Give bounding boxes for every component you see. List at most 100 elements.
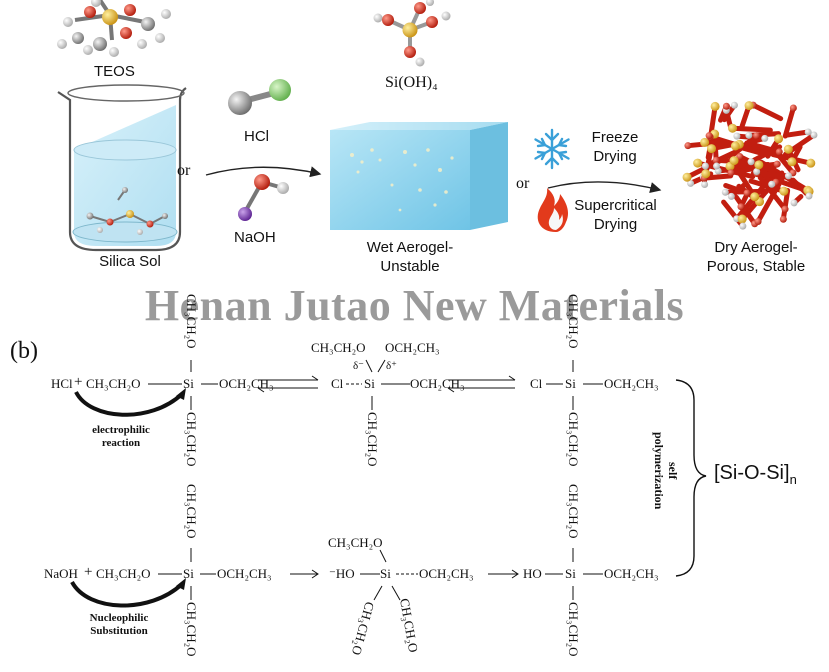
aerogel-atom [773, 160, 781, 168]
aerogel-atom [779, 186, 789, 196]
base-product-top-vertical: CH₃CH₂O [566, 484, 581, 539]
aerogel-atom [736, 152, 744, 160]
acid-top-vertical: CH₃CH₂O [184, 294, 199, 349]
ts-si: Si [364, 376, 375, 391]
aerogel-atom [721, 188, 729, 196]
teos-label: TEOS [94, 63, 135, 80]
teos-molecule-graphic [57, 0, 171, 57]
aerogel-atom [806, 158, 816, 168]
left-process-arrow [205, 166, 322, 178]
nucleophilic-label: Nucleophilic Substitution [89, 612, 149, 637]
electrophilic-label: electrophilic reaction [92, 424, 150, 449]
base-naoh: NaOH [44, 566, 78, 581]
ts-top-left: CH₃CH₂O [311, 340, 366, 355]
int-ho: ⁻HO [329, 566, 355, 581]
self-polymerization-label: self polymerization [652, 432, 680, 510]
aerogel-atom [733, 132, 741, 140]
aerogel-atom [753, 132, 761, 140]
acid-ethoxy-right: OCH₂CH₃ [219, 376, 274, 391]
aerogel-atom [739, 222, 747, 230]
aerogel-atom [805, 192, 813, 200]
aerogel-bond [733, 194, 758, 227]
aerogel-atom [779, 215, 787, 223]
base-row-bonds [158, 548, 603, 601]
base-plus: + [84, 564, 93, 580]
ts-right: OCH₂CH₃ [410, 376, 465, 391]
base-product-right: OCH₂CH₃ [604, 566, 659, 581]
ts-top-right: OCH₂CH₃ [385, 340, 440, 355]
aerogel-atom [712, 156, 720, 164]
acid-si: Si [183, 376, 194, 391]
or-right-label: or [516, 175, 530, 192]
acid-hcl: HCl [51, 376, 73, 391]
acid-row-bonds [148, 359, 603, 410]
aerogel-bond [728, 165, 757, 176]
dry-aerogel-label: Dry Aerogel- Porous, Stable [706, 239, 806, 275]
ts-bottom-vertical: CH₃CH₂O [365, 412, 380, 467]
base-product-si: Si [565, 566, 576, 581]
aerogel-atom [784, 172, 792, 180]
aerogel-atom [753, 167, 761, 175]
aerogel-atom [743, 189, 751, 197]
hcl-molecule-graphic [228, 79, 291, 115]
aerogel-bond [702, 149, 738, 169]
aerogel-atom [790, 199, 798, 207]
dry-aerogel-network [682, 101, 818, 230]
panel-b-label: (b) [10, 338, 38, 364]
aerogel-atom [701, 169, 711, 179]
sioh4-label: Si(OH)₄ [385, 74, 438, 91]
aerogel-bond [780, 188, 791, 222]
aerogel-atom [781, 205, 789, 213]
aerogel-bond [730, 125, 773, 133]
aerogel-atom [768, 180, 776, 188]
aerogel-atom [687, 179, 695, 187]
aerogel-atom [737, 214, 747, 224]
aerogel-atom [810, 131, 818, 139]
aerogel-atom [727, 169, 735, 177]
int-right: OCH₂CH₃ [419, 566, 474, 581]
aerogel-atom [701, 162, 709, 170]
aerogel-atom [775, 148, 783, 156]
aerogel-bond [783, 129, 811, 138]
aerogel-atom [722, 102, 730, 110]
aerogel-atom [787, 157, 797, 167]
freeze-drying-label: Freeze Drying [591, 129, 639, 165]
base-si: Si [183, 566, 194, 581]
ts-delta-minus: δ⁻ [353, 360, 364, 372]
aerogel-bond [750, 102, 784, 122]
naoh-molecule-graphic [238, 174, 289, 221]
aerogel-atom [727, 192, 735, 200]
ts-cl: Cl [331, 376, 344, 391]
electrophilic-curve-arrow [74, 390, 184, 417]
watermark: Henan Jutao New Materials [144, 281, 685, 330]
aerogel-atom [707, 144, 717, 154]
acid-product-cl: Cl [530, 376, 543, 391]
aerogel-atom [730, 141, 740, 151]
aerogel-atom [729, 156, 739, 166]
aerogel-atom [737, 203, 745, 211]
aerogel-bond [739, 187, 770, 222]
aerogel-bond [701, 173, 734, 181]
aerogel-atom [700, 137, 710, 147]
aerogel-atom [754, 160, 764, 170]
or-left-label: or [177, 162, 191, 179]
silica-sol-label: Silica Sol [99, 253, 161, 270]
aerogel-atom [730, 101, 738, 109]
naoh-label: NaOH [234, 229, 276, 246]
supercritical-drying-label: Supercritical Drying [574, 197, 657, 233]
int-top: CH₃CH₂O [328, 535, 383, 550]
aerogel-atom [754, 217, 762, 225]
aerogel-atom [761, 134, 769, 142]
aerogel-atom [744, 101, 754, 111]
polymer-subscript: n [789, 472, 797, 487]
ts-delta-plus: δ⁺ [386, 360, 397, 372]
acid-plus: + [74, 374, 83, 390]
acid-product-top-vertical: CH₃CH₂O [566, 294, 581, 349]
polymer-formula-text: [Si-O-Si] [714, 462, 790, 484]
aerogel-atom [789, 104, 797, 112]
base-product-ho: HO [523, 566, 542, 581]
snowflake-icon [534, 128, 570, 170]
aerogel-atom [804, 128, 812, 136]
right-process-arrow [547, 181, 662, 194]
beaker-graphic [57, 84, 187, 252]
